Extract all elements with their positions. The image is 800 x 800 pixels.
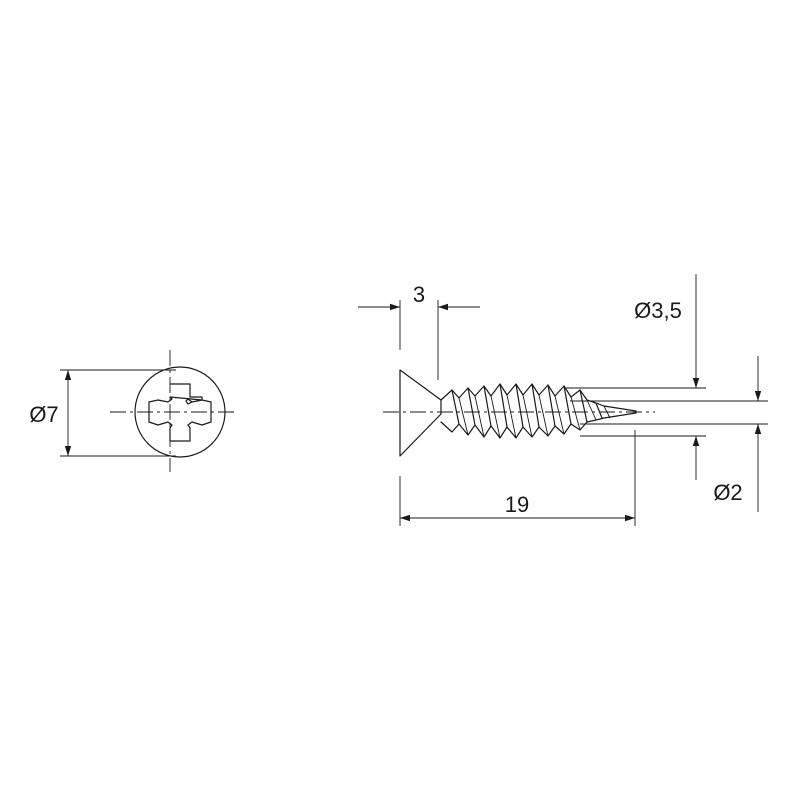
phillips-recess-icon — [148, 383, 212, 442]
core-diameter-label: Ø2 — [713, 480, 742, 505]
countersunk-head — [399, 369, 442, 457]
head-diameter-dimension: Ø7 — [29, 369, 176, 457]
head-diameter-label: Ø7 — [29, 402, 58, 427]
head-height-dimension: 3 — [358, 282, 480, 380]
length-dimension: 19 — [399, 430, 636, 526]
thread-diameter-dimension: Ø3,5 — [566, 274, 706, 480]
thread-diameter-label: Ø3,5 — [634, 298, 682, 323]
core-diameter-dimension: Ø2 — [570, 356, 768, 512]
screw-head-top-view — [110, 350, 236, 472]
length-label: 19 — [505, 492, 529, 517]
head-height-label: 3 — [413, 282, 425, 307]
thread-profile — [440, 383, 637, 439]
screw-side-view — [383, 369, 655, 457]
